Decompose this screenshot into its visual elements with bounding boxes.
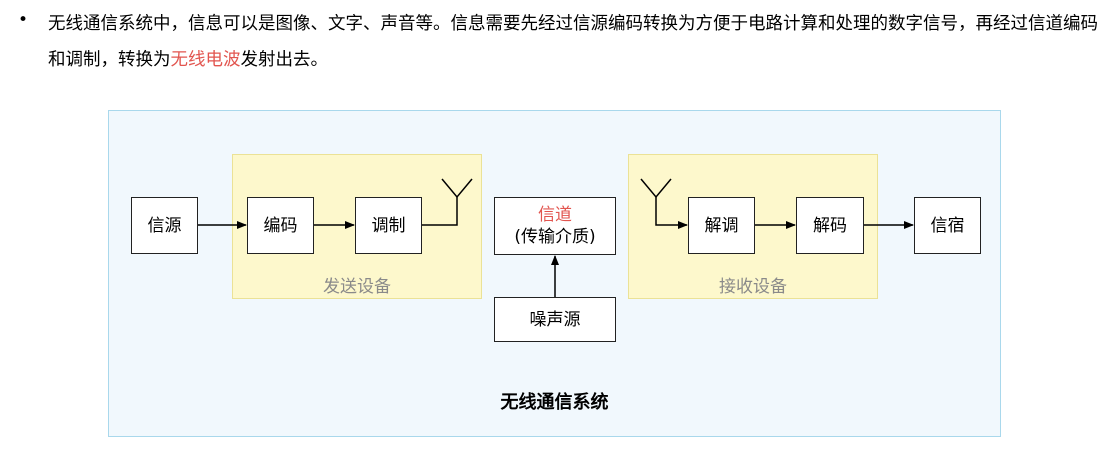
transmitter-group-label: 发送设备 bbox=[323, 277, 391, 297]
channel-box: 信道 (传输介质) bbox=[494, 197, 616, 255]
source-box: 信源 bbox=[131, 197, 198, 254]
tx-antenna-icon bbox=[441, 178, 473, 199]
paragraph-text: 无线通信系统中，信息可以是图像、文字、声音等。信息需要先经过信源编码转换为方便于… bbox=[48, 6, 1108, 78]
channel-subtitle: (传输介质) bbox=[514, 227, 596, 247]
paragraph-text-after: 发射出去。 bbox=[240, 50, 329, 70]
receiver-group-label: 接收设备 bbox=[719, 277, 787, 297]
diagram-connectors bbox=[198, 178, 914, 297]
wire-antenna-to-demodulate bbox=[655, 197, 688, 229]
sink-box: 信宿 bbox=[914, 197, 981, 254]
noise-source-box: 噪声源 bbox=[494, 297, 616, 342]
encode-box: 编码 bbox=[247, 197, 314, 254]
bullet-dot: • bbox=[18, 10, 29, 30]
paragraph-text-before: 无线通信系统中，信息可以是图像、文字、声音等。信息需要先经过信源编码转换为方便于… bbox=[48, 14, 1098, 70]
demodulate-box: 解调 bbox=[688, 197, 755, 254]
wire-modulate-to-antenna bbox=[422, 197, 458, 226]
modulate-box: 调制 bbox=[355, 197, 422, 254]
highlighted-term: 无线电波 bbox=[170, 50, 241, 70]
decode-box: 解码 bbox=[796, 197, 864, 254]
diagram-caption: 无线通信系统 bbox=[500, 392, 609, 413]
wireless-system-diagram: 发送设备 接收设备 信源 编码 调制 信道 (传输介质) 噪声源 解调 解码 信… bbox=[108, 110, 1001, 437]
rx-antenna-icon bbox=[640, 178, 672, 199]
channel-title: 信道 bbox=[538, 205, 572, 225]
